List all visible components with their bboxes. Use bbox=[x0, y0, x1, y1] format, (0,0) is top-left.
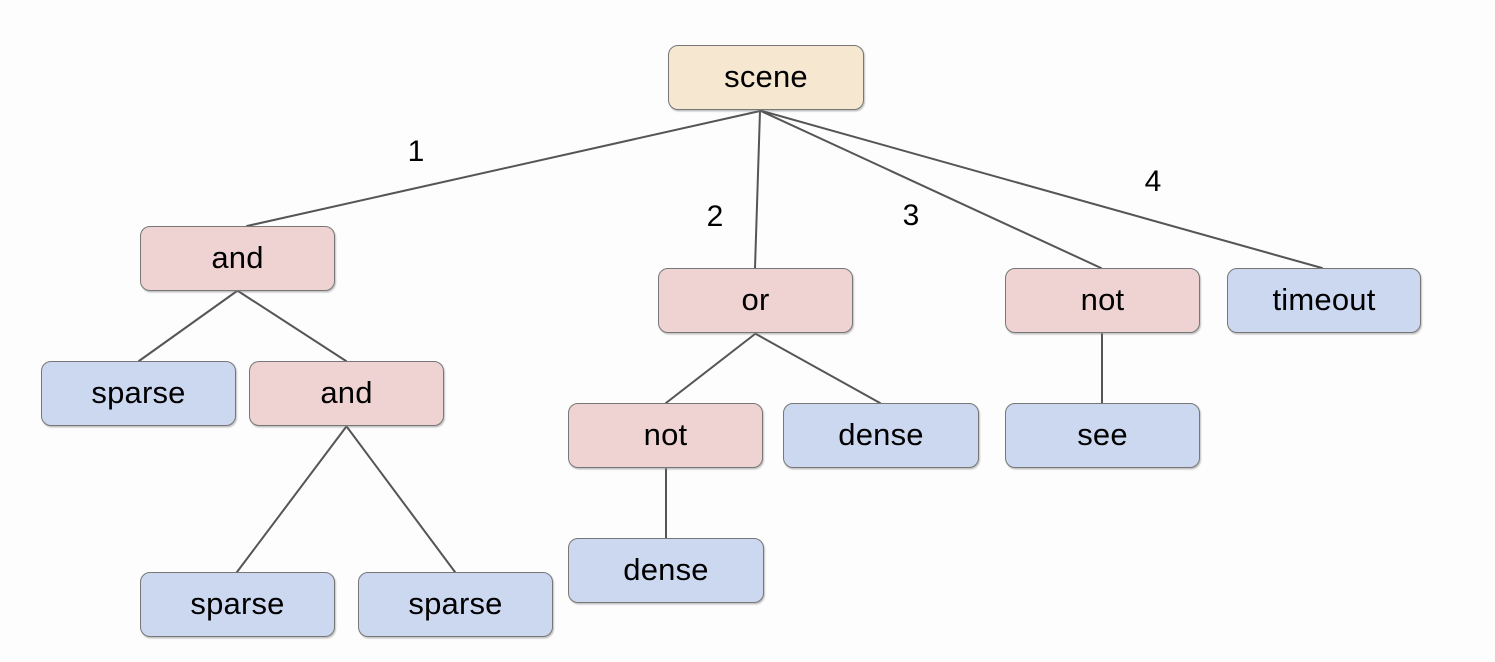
tree-node-or1[interactable]: or bbox=[658, 268, 853, 333]
tree-edge bbox=[755, 333, 881, 404]
edge-label-scene-not1: 3 bbox=[902, 199, 920, 232]
tree-node-not2[interactable]: not bbox=[568, 403, 763, 468]
tree-node-scene[interactable]: scene bbox=[668, 45, 864, 110]
tree-node-sparse2[interactable]: sparse bbox=[140, 572, 335, 637]
tree-node-label: timeout bbox=[1272, 282, 1376, 317]
tree-node-dense1[interactable]: dense bbox=[783, 403, 979, 468]
tree-node-label: sparse bbox=[408, 586, 503, 621]
tree-edge bbox=[754, 110, 761, 269]
tree-node-sparse3[interactable]: sparse bbox=[358, 572, 553, 637]
tree-edge bbox=[237, 290, 347, 362]
tree-node-and1[interactable]: and bbox=[140, 226, 335, 291]
tree-edge bbox=[760, 110, 1102, 269]
tree-node-and2[interactable]: and bbox=[249, 361, 444, 426]
tree-node-dense2[interactable]: dense bbox=[568, 538, 764, 603]
edge-label-scene-or1: 2 bbox=[706, 200, 724, 233]
tree-node-label: scene bbox=[724, 59, 808, 94]
tree-node-label: or bbox=[741, 282, 770, 317]
tree-node-timeout1[interactable]: timeout bbox=[1227, 268, 1421, 333]
edge-label-scene-and1: 1 bbox=[407, 135, 425, 168]
edge-label-scene-timeout1: 4 bbox=[1144, 165, 1162, 198]
tree-node-label: see bbox=[1077, 417, 1128, 452]
tree-node-sparse1[interactable]: sparse bbox=[41, 361, 236, 426]
tree-edge bbox=[236, 426, 347, 573]
tree-edge bbox=[246, 110, 761, 227]
tree-node-label: not bbox=[1080, 282, 1125, 317]
tree-node-label: sparse bbox=[190, 586, 285, 621]
tree-node-see1[interactable]: see bbox=[1005, 403, 1200, 468]
tree-edge bbox=[138, 290, 238, 362]
tree-node-label: and bbox=[320, 375, 373, 410]
tree-edge bbox=[761, 110, 1323, 269]
tree-edge bbox=[346, 426, 456, 573]
tree-node-not1[interactable]: not bbox=[1005, 268, 1200, 333]
tree-node-label: and bbox=[211, 240, 264, 275]
tree-node-label: sparse bbox=[91, 375, 186, 410]
tree-edge bbox=[665, 333, 756, 404]
tree-node-label: not bbox=[643, 417, 688, 452]
tree-node-label: dense bbox=[623, 552, 709, 587]
tree-node-label: dense bbox=[838, 417, 924, 452]
